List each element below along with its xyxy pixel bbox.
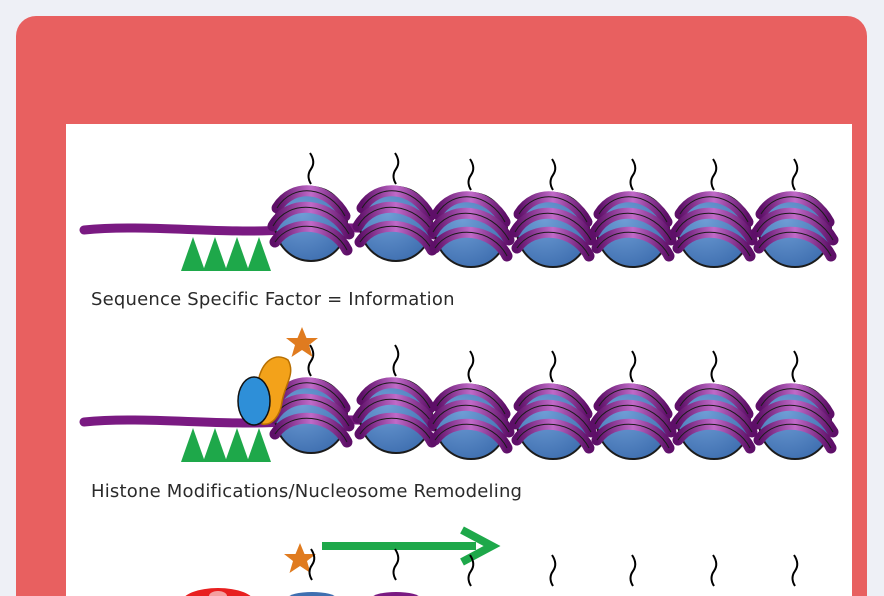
nucleosome-icon xyxy=(676,159,752,267)
nucleosome-icon xyxy=(515,159,591,267)
nucleosome-icon xyxy=(757,351,833,459)
chromatin-diagram xyxy=(79,124,852,596)
nucleosome-icon xyxy=(433,351,509,459)
nucleosome-icon xyxy=(595,159,671,267)
caption-sequence-specific-factor: Sequence Specific Factor = Information xyxy=(91,289,455,310)
row1-chromatin xyxy=(79,153,833,271)
nucleosome-icon xyxy=(433,159,509,267)
nucleosome-icon xyxy=(358,345,434,453)
binding-motif-icon xyxy=(181,237,271,271)
nucleosome-icon xyxy=(273,153,349,261)
nucleosome-icon xyxy=(595,351,671,459)
nucleosome-icon xyxy=(358,153,434,261)
binding-motif-icon xyxy=(181,428,271,462)
row3-chromatin xyxy=(185,526,799,596)
nucleosome-icon xyxy=(676,351,752,459)
slide-frame: Sequence Specific Factor = Information H… xyxy=(16,16,867,596)
caption-histone-modifications: Histone Modifications/Nucleosome Remodel… xyxy=(91,481,523,502)
binding-factor-icon xyxy=(237,376,271,426)
row2-chromatin xyxy=(79,327,833,462)
nucleosome-icon xyxy=(515,351,591,459)
transcription-arrow-icon xyxy=(322,526,501,566)
diagram-panel: Sequence Specific Factor = Information H… xyxy=(66,124,852,596)
nucleosome-icon xyxy=(757,159,833,267)
